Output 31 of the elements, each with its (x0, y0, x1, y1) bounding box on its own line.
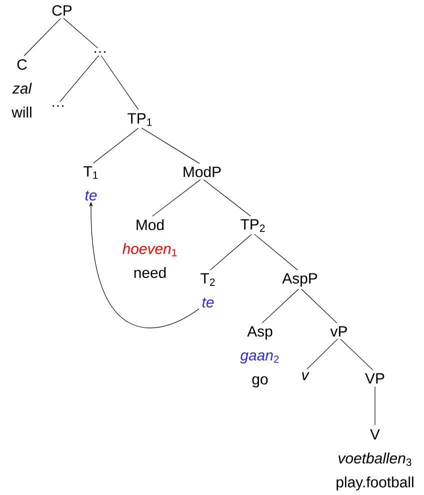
tree-node-label: TP$_{2}$ (240, 219, 265, 232)
branch-line (93, 128, 139, 164)
tree-node-label: C zal will (12, 59, 32, 118)
tree-node-label: Asp gaan$_{2}$ go (240, 326, 279, 388)
tree-node-label: v (302, 372, 310, 380)
tree-node-label: TP$_{1}$ (128, 113, 152, 126)
tree-node-label: AspP (282, 273, 318, 287)
branch-line (63, 18, 98, 48)
tree-node-label: … (94, 51, 106, 53)
branch-line (60, 55, 100, 102)
branch-line (210, 234, 252, 270)
branch-line (340, 338, 374, 370)
tree-node-label: vP (330, 326, 347, 336)
branch-line (203, 179, 251, 216)
branch-line (262, 288, 299, 324)
tree-node-label: ModP (184, 166, 221, 178)
branch-line (301, 288, 338, 324)
tree-node-label: VP (365, 373, 384, 384)
tree-node-label: … (52, 105, 64, 107)
branch-line (254, 234, 298, 270)
tree-node-label: Mod hoeven$_{1}$ need (122, 219, 177, 278)
tree-node-label: T$_{2}$ te (200, 273, 215, 308)
tree-node-label: T$_{1}$ te (84, 166, 98, 201)
tree-node-label: V voetballen$_{3}$ play.football (336, 429, 414, 490)
branch-line (24, 18, 61, 56)
branch-line (152, 179, 201, 216)
tree-node-label: CP (52, 5, 72, 16)
branch-line (141, 128, 200, 164)
branch-line (100, 55, 139, 110)
branch-line (306, 338, 338, 370)
branch-line (374, 386, 376, 426)
